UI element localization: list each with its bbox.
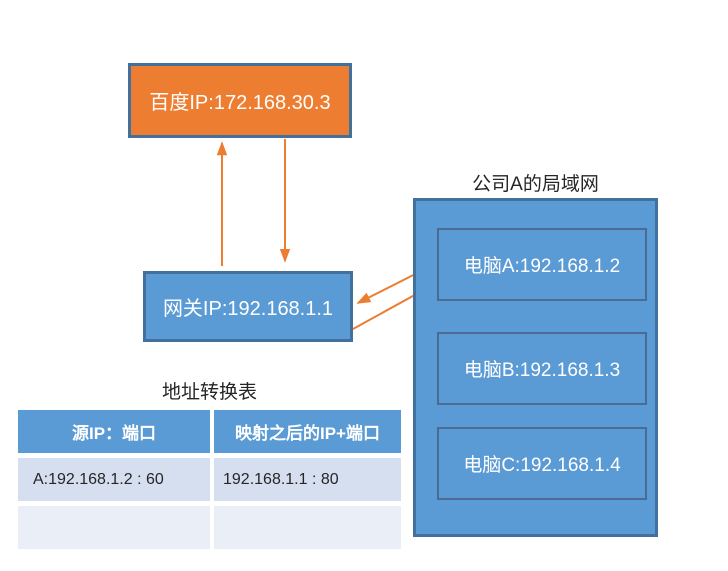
computer-box-a: 电脑A:192.168.1.2 [437,228,647,301]
computer-a-label: 电脑A:192.168.1.2 [463,256,621,277]
gateway-box: 网关IP:192.168.1.1 [143,271,353,342]
computer-box-b: 电脑B:192.168.1.3 [437,332,647,405]
computer-c-label: 电脑C:192.168.1.4 [463,455,621,476]
nat-table-title: 地址转换表 [161,382,257,403]
nat-table-header-source: 源IP：端口 [18,410,210,453]
baidu-server-label: 百度IP:172.168.30.3 [149,92,331,114]
computer-b-label: 电脑B:192.168.1.3 [463,360,621,381]
computer-box-c: 电脑C:192.168.1.4 [437,427,647,500]
lan-container: 电脑A:192.168.1.2 电脑B:192.168.1.3 电脑C:192.… [413,198,658,537]
nat-table: 源IP：端口 映射之后的IP+端口 A:192.168.1.2 : 60 192… [18,410,401,549]
nat-table-header-mapped: 映射之后的IP+端口 [214,410,401,453]
nat-table-cell-mapped-row1: 192.168.1.1 : 80 [214,458,401,501]
nat-table-cell-source-row1: A:192.168.1.2 : 60 [18,458,210,501]
baidu-server-box: 百度IP:172.168.30.3 [128,63,352,138]
lan-title: 公司A的局域网 [472,174,599,195]
nat-table-cell-mapped-row2 [214,506,401,549]
gateway-label: 网关IP:192.168.1.1 [162,298,334,320]
nat-table-cell-source-row2 [18,506,210,549]
